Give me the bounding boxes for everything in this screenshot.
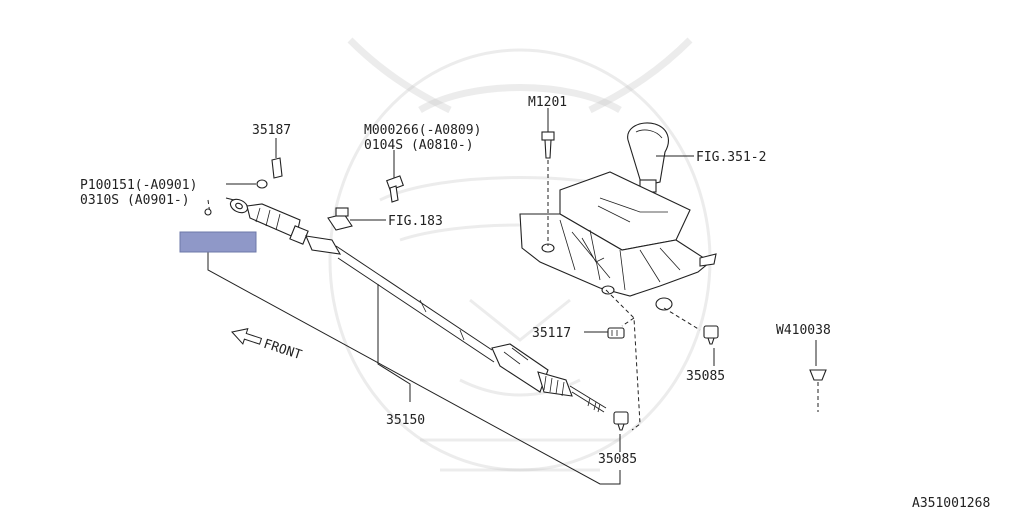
label-35085-lower: 35085 [598,452,637,467]
label-m1201: M1201 [528,95,567,110]
label-m000266: M000266(-A0809) [364,123,481,138]
clip-35187[interactable] [271,157,283,179]
bolt-m1201[interactable] [541,131,555,159]
label-fig-351-2[interactable]: FIG.351-2 [696,150,766,165]
grommet-35117[interactable] [607,327,625,339]
shifter-assembly[interactable] [519,122,717,311]
nut-35085-upper[interactable] [703,325,719,345]
front-label: FRONT [262,337,304,363]
label-35117: 35117 [532,326,571,341]
front-arrow: FRONT [231,328,304,363]
label-0310s: 0310S (A0901-) [80,193,190,208]
construction-lines [207,160,819,431]
label-0104s: 0104S (A0810-) [364,138,474,153]
shift-cable-35150[interactable] [228,197,607,413]
leader-lines [207,108,817,485]
diagram-code: A351001268 [912,496,990,511]
nut-35085-lower[interactable] [613,411,629,431]
label-fig-183[interactable]: FIG.183 [388,214,443,229]
label-35150: 35150 [386,413,425,428]
clip-w410038[interactable] [809,369,827,381]
cable-clip[interactable] [327,207,353,231]
label-35085-upper: 35085 [686,369,725,384]
label-w410038: W410038 [776,323,831,338]
label-p100151: P100151(-A0901) [80,178,197,193]
washer-p100151[interactable] [256,179,268,189]
nut-0310s[interactable] [204,208,212,216]
bolt-m000266[interactable] [386,175,404,203]
label-35187: 35187 [252,123,291,138]
highlight-marker [179,231,257,253]
